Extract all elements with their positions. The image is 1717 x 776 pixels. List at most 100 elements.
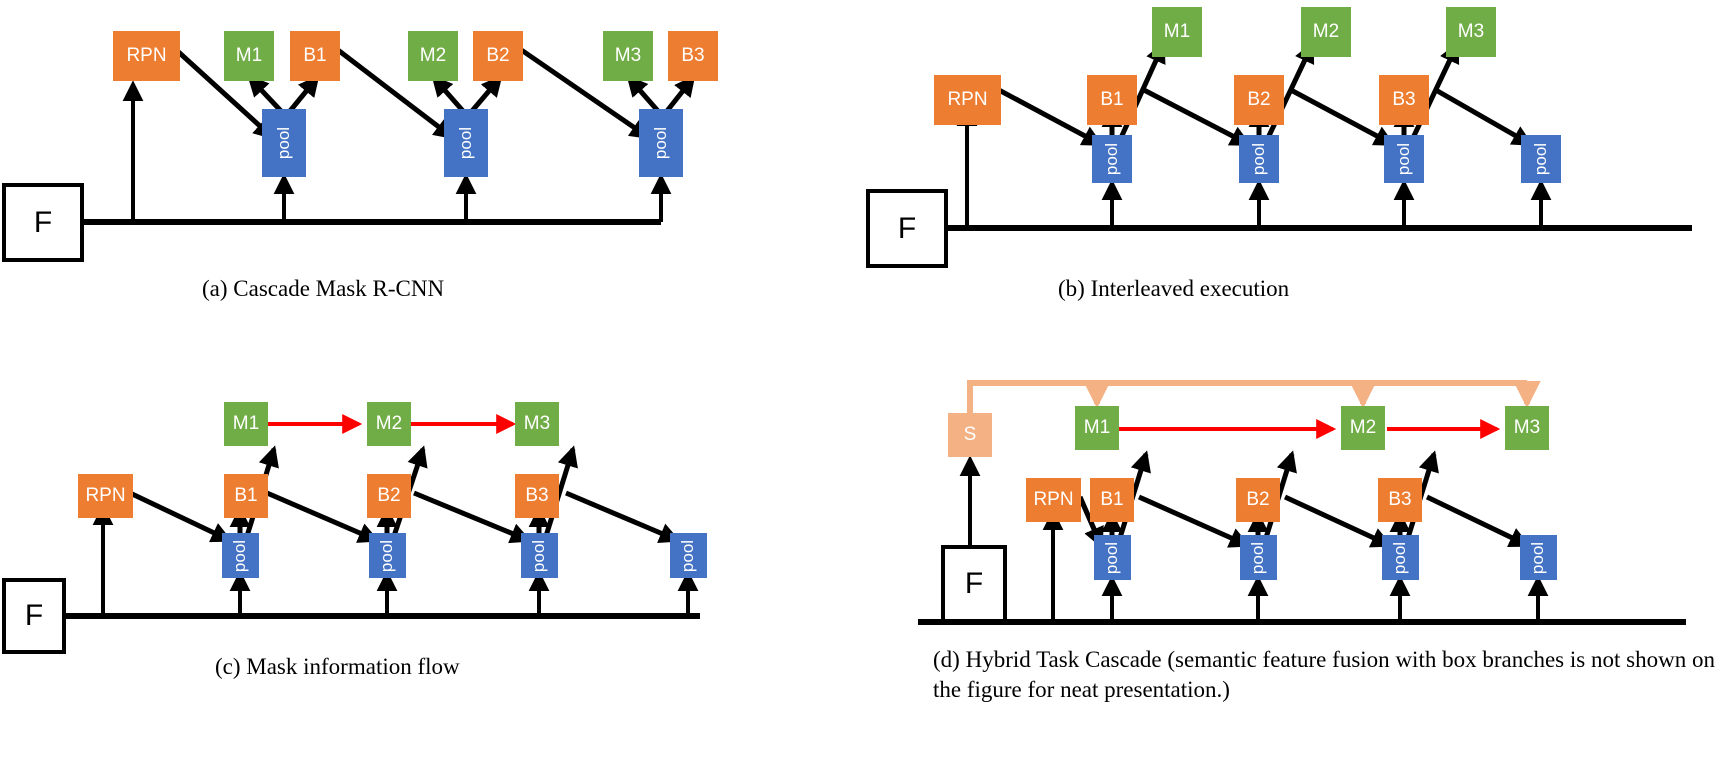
panel-d-feature-box[interactable]: F	[941, 545, 1007, 623]
pool3-to-b3-a	[665, 75, 696, 113]
pool3-to-m3-c	[543, 445, 578, 537]
panel-c-mask-1-box[interactable]: M1	[224, 402, 268, 446]
panel-a-box-2-box[interactable]: B2	[473, 31, 523, 81]
panel-c-mask-3-label: M3	[523, 413, 551, 434]
b1-to-pool2-a	[332, 45, 456, 140]
panel-b-box-2-box[interactable]: B2	[1234, 75, 1284, 125]
panel-b-box-1-box[interactable]: B1	[1087, 75, 1137, 125]
panel-b-box-3-label: B3	[1392, 89, 1416, 110]
panel-b-feature-box[interactable]: F	[866, 189, 948, 268]
panel-a-connectors	[84, 44, 696, 225]
panel-c-feature-box[interactable]: F	[2, 578, 66, 654]
b2-to-pool3-c	[413, 490, 532, 544]
panel-a-pool-1-label: pool	[273, 126, 293, 160]
panel-a-feature-label: F	[33, 205, 53, 239]
panel-d-mask-3-label: M3	[1513, 417, 1541, 438]
panel-c-mask-3-box[interactable]: M3	[515, 402, 559, 446]
panel-c-box-2-box[interactable]: B2	[367, 474, 411, 518]
panel-d-pool-4-box[interactable]: pool	[1520, 535, 1557, 580]
panel-c-pool-1-box[interactable]: pool	[222, 533, 259, 578]
panel-a-pool-2-label: pool	[455, 126, 475, 160]
panel-a-box-1-label: B1	[303, 45, 327, 66]
panel-a-pool-1-box[interactable]: pool	[262, 109, 306, 177]
panel-c-box-3-box[interactable]: B3	[515, 474, 559, 518]
panel-d-mask-3-box[interactable]: M3	[1505, 406, 1549, 450]
panel-d-connectors	[918, 380, 1686, 625]
panel-a-pool-3-box[interactable]: pool	[639, 109, 683, 177]
panel-d-caption: (d) Hybrid Task Cascade (semantic featur…	[933, 647, 1715, 702]
panel-b-mask-2-box[interactable]: M2	[1301, 7, 1351, 57]
panel-a-mask-2-box[interactable]: M2	[408, 31, 458, 81]
panel-c-pool-2-box[interactable]: pool	[369, 533, 406, 578]
panel-b-pool-3-box[interactable]: pool	[1384, 135, 1424, 183]
panel-c-pool-4-label: pool	[678, 539, 698, 572]
panel-c-box-1-label: B1	[234, 485, 258, 506]
panel-b-pool-3-label: pool	[1393, 142, 1413, 176]
panel-b-feature-label: F	[897, 211, 917, 245]
panel-c-pool-3-box[interactable]: pool	[521, 533, 558, 578]
panel-d-mask-1-box[interactable]: M1	[1075, 406, 1119, 450]
b2-to-pool3-b	[1287, 86, 1396, 147]
panel-b-pool-2-label: pool	[1248, 142, 1268, 176]
panel-d-pool-3-box[interactable]: pool	[1382, 535, 1419, 580]
panel-b-rpn-box[interactable]: RPN	[934, 75, 1001, 125]
b3-to-pool4-c	[565, 490, 681, 543]
panel-b-box-3-box[interactable]: B3	[1379, 75, 1429, 125]
panel-c-rpn-box[interactable]: RPN	[78, 474, 133, 518]
panel-b-box-2-label: B2	[1247, 89, 1271, 110]
panel-c-mask-2-box[interactable]: M2	[367, 402, 411, 446]
panel-a-rpn-label: RPN	[126, 45, 167, 66]
b1-to-pool2-c	[266, 490, 380, 543]
rpn-to-pool1-b	[995, 86, 1104, 147]
panel-d-semantic-box[interactable]: S	[948, 413, 992, 457]
panel-d-pool-2-box[interactable]: pool	[1240, 535, 1277, 580]
panel-b-pool-4-box[interactable]: pool	[1521, 135, 1561, 183]
pool1-to-b1-a	[288, 75, 320, 113]
panel-a-mask-3-box[interactable]: M3	[603, 31, 653, 81]
panel-a-rpn-box[interactable]: RPN	[113, 31, 180, 81]
panel-a-pool-3-label: pool	[650, 126, 670, 160]
panel-b-mask-3-box[interactable]: M3	[1446, 7, 1496, 57]
pool2-to-m2-a	[431, 75, 465, 113]
panel-a-box-3-box[interactable]: B3	[668, 31, 718, 81]
panel-c-feature-label: F	[24, 599, 44, 632]
panel-d-pool-4-label: pool	[1528, 541, 1548, 574]
panel-d-mask-1-label: M1	[1083, 417, 1111, 438]
panel-d-box-2-box[interactable]: B2	[1236, 478, 1280, 522]
panel-d-feature-label: F	[964, 567, 984, 600]
panel-b-pool-2-box[interactable]: pool	[1239, 135, 1279, 183]
panel-a-caption: (a) Cascade Mask R-CNN	[202, 276, 445, 301]
panel-c-box-1-box[interactable]: B1	[224, 474, 268, 518]
b2-to-pool3-a	[515, 44, 652, 140]
panel-b-mask-1-label: M1	[1163, 21, 1191, 42]
semantic-fusion-bus-d	[967, 380, 1527, 413]
panel-c-box-3-label: B3	[525, 485, 549, 506]
panel-d-box-3-box[interactable]: B3	[1378, 478, 1422, 522]
panel-a-box-3-label: B3	[681, 45, 705, 66]
rpn-to-pool1-a	[171, 45, 275, 140]
panel-a-box-1-box[interactable]: B1	[290, 31, 340, 81]
panel-d-mask-2-box[interactable]: M2	[1341, 406, 1385, 450]
panel-b-mask-1-box[interactable]: M1	[1152, 7, 1202, 57]
panel-d-pool-1-box[interactable]: pool	[1094, 535, 1131, 580]
b2-to-pool3-d	[1283, 494, 1393, 548]
panel-a-mask-1-label: M1	[235, 45, 263, 66]
panel-a-mask-1-box[interactable]: M1	[224, 31, 274, 81]
panel-d-pool-1-label: pool	[1102, 541, 1122, 574]
panel-a-pool-2-box[interactable]: pool	[444, 109, 488, 177]
panel-c-connectors	[66, 414, 700, 619]
b3-to-pool4-b	[1432, 86, 1534, 147]
panel-b-box-1-label: B1	[1100, 89, 1124, 110]
panel-d-rpn-box[interactable]: RPN	[1026, 478, 1081, 522]
panel-c-pool-1-label: pool	[230, 539, 250, 572]
panel-c-pool-4-box[interactable]: pool	[670, 533, 707, 578]
panel-a-feature-box[interactable]: F	[2, 183, 84, 262]
panel-b-connectors	[948, 41, 1692, 231]
panel-a-mask-3-label: M3	[614, 45, 642, 66]
panel-d-box-1-box[interactable]: B1	[1090, 478, 1134, 522]
panel-b-pool-1-box[interactable]: pool	[1092, 135, 1132, 183]
panel-c-mask-2-label: M2	[375, 413, 403, 434]
panel-a-box-2-label: B2	[486, 45, 510, 66]
